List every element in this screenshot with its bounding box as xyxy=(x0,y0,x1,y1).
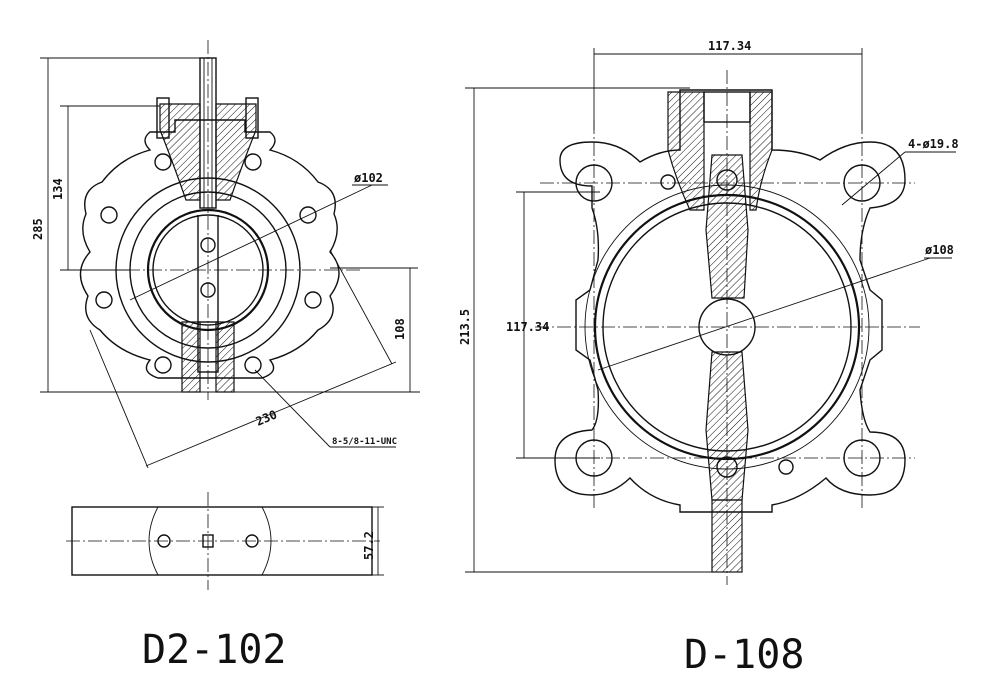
dim-top-117-34: 117.34 xyxy=(708,39,751,53)
dim-bore-102: ø102 xyxy=(354,171,383,185)
dim-134: 134 xyxy=(51,178,65,200)
dim-285: 285 xyxy=(31,218,45,240)
dim-57-2: 57.2 xyxy=(362,531,376,560)
dim-hole-spec: 4-ø19.8 xyxy=(908,137,959,151)
right-valve-dimension-labels: 117.34 4-ø19.8 ø108 117.34 213.5 xyxy=(458,39,959,345)
dim-213-5: 213.5 xyxy=(458,309,472,345)
left-valve-dimension-labels: 285 134 ø102 108 230 8-5/8-11-UNC xyxy=(31,171,407,447)
dim-side-117-34: 117.34 xyxy=(506,320,549,334)
dim-bore-108: ø108 xyxy=(925,243,954,257)
left-valve-front-view xyxy=(40,40,420,469)
left-valve-side-view: 57.2 xyxy=(66,492,384,590)
model-label-left: D2-102 xyxy=(142,627,287,673)
dim-230: 230 xyxy=(254,407,279,428)
model-label-right: D-108 xyxy=(684,632,804,678)
dim-108: 108 xyxy=(393,318,407,340)
right-valve-front-view xyxy=(465,48,956,585)
dim-bolt-spec: 8-5/8-11-UNC xyxy=(332,437,397,447)
